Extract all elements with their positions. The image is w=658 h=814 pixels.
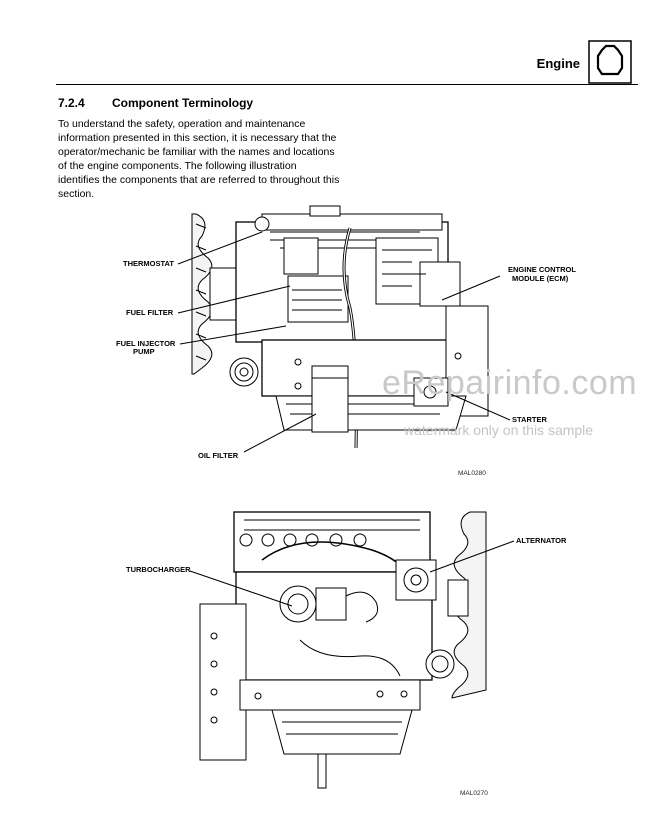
watermark-site: eRepairinfo.com (382, 364, 638, 402)
section-number: 7.2.4 (58, 96, 85, 110)
label-starter: STARTER (512, 415, 547, 424)
figure-id-bottom: MAL0270 (460, 790, 488, 797)
label-alternator: ALTERNATOR (516, 536, 567, 545)
label-thermostat: THERMOSTAT (123, 259, 174, 268)
label-turbocharger: TURBOCHARGER (126, 565, 191, 574)
header-rule (56, 84, 638, 85)
page-header-title: Engine (536, 56, 580, 71)
section-title: Component Terminology (112, 96, 254, 110)
label-ecm-line2: MODULE (ECM) (512, 274, 569, 283)
label-ecm-line1: ENGINE CONTROL (508, 265, 576, 274)
figure-id-top: MAL0280 (458, 470, 486, 477)
label-fuel-injector-pump-line2: PUMP (133, 347, 155, 356)
label-fuel-injector-pump-line1: FUEL INJECTOR (116, 339, 176, 348)
label-oil-filter: OIL FILTER (198, 451, 239, 460)
label-fuel-filter: FUEL FILTER (126, 308, 174, 317)
watermark-note: watermark only on this sample (404, 422, 594, 438)
engine-icon (588, 40, 632, 84)
section-body: To understand the safety, operation and … (58, 118, 340, 200)
